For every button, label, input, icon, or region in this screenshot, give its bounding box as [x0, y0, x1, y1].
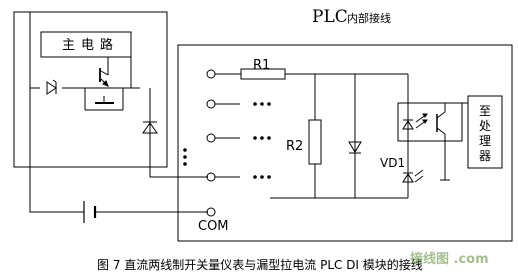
plc-subtitle: 内部接线	[347, 12, 391, 25]
vd1-label: VD1	[380, 156, 406, 170]
instrument-box	[13, 11, 168, 168]
terminal-4	[206, 172, 216, 182]
wire-switch-rail	[29, 87, 140, 94]
processor-box	[467, 95, 503, 169]
terminal-2	[206, 99, 216, 109]
diode-vd1-icon	[348, 141, 362, 153]
terminal-3	[206, 133, 216, 143]
zener-diode-icon	[46, 81, 57, 95]
main-circuit-label: 主电路	[62, 38, 120, 53]
terminal-com	[206, 207, 216, 217]
r2-label: R2	[286, 139, 304, 154]
main-circuit-box	[40, 31, 132, 58]
r1-label: R1	[253, 58, 271, 73]
plc-module-box	[177, 44, 513, 242]
com-label: COM	[198, 219, 229, 234]
terminal-1	[206, 69, 216, 79]
plc-title: PLC	[312, 7, 348, 27]
watermark: 接线图 .com	[410, 252, 489, 267]
processor-label: 至处理器	[478, 104, 491, 163]
wire-input	[149, 88, 208, 178]
optocoupler-box	[397, 102, 463, 142]
wire-left	[29, 12, 84, 213]
led-icon	[402, 120, 414, 130]
diode-icon	[142, 122, 158, 134]
figure-caption: 图 7 直流两线制开关量仪表与漏型拉电流 PLC DI 模块的接线	[97, 258, 423, 272]
led-vd1-icon	[402, 173, 414, 183]
resistor-r2	[308, 119, 322, 165]
